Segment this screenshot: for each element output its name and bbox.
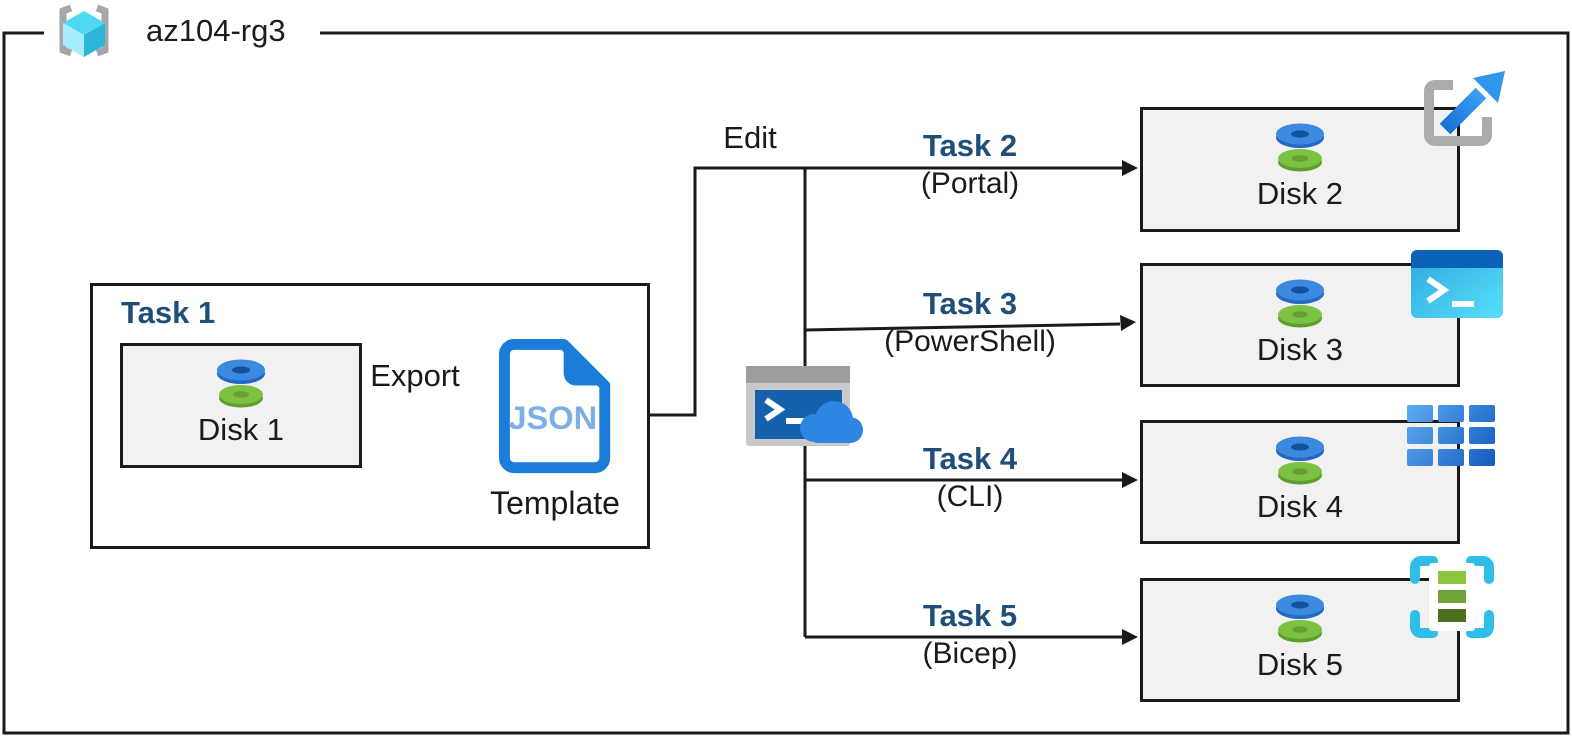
json-file-type-text: JSON bbox=[508, 399, 597, 436]
managed-disk-icon bbox=[217, 359, 265, 408]
cloud-glyph bbox=[800, 401, 863, 443]
task5-label-group: Task 5 (Bicep) bbox=[807, 599, 1133, 671]
azure-portal-icon bbox=[1424, 71, 1505, 146]
disk5-box: Disk 5 bbox=[1140, 578, 1460, 702]
disk5-label: Disk 5 bbox=[1256, 647, 1344, 682]
managed-disk-icon bbox=[1276, 279, 1324, 328]
bicep-template-icon bbox=[1410, 556, 1494, 638]
task2-title: Task 2 bbox=[922, 128, 1018, 163]
task5-arrowhead bbox=[1122, 629, 1138, 645]
disk1-box: Disk 1 bbox=[120, 343, 362, 468]
export-label: Export bbox=[370, 358, 460, 393]
disk3-label: Disk 3 bbox=[1256, 332, 1344, 367]
disk1-label: Disk 1 bbox=[197, 412, 285, 447]
task4-label-group: Task 4 (CLI) bbox=[807, 442, 1133, 514]
task3-method: (PowerShell) bbox=[884, 325, 1056, 358]
task3-title: Task 3 bbox=[922, 286, 1018, 321]
disk4-box: Disk 4 bbox=[1140, 420, 1460, 544]
managed-disk-icon bbox=[1276, 436, 1324, 485]
task4-title: Task 4 bbox=[922, 441, 1018, 476]
task4-method: (CLI) bbox=[936, 480, 1004, 513]
managed-disk-icon bbox=[1276, 123, 1324, 172]
disk2-label: Disk 2 bbox=[1256, 176, 1344, 211]
azure-cli-icon bbox=[1407, 405, 1495, 466]
resource-group-name: az104-rg3 bbox=[146, 13, 286, 48]
resource-group-boundary bbox=[2, 31, 1570, 735]
edit-label: Edit bbox=[723, 120, 777, 155]
task2-label-group: Task 2 (Portal) bbox=[807, 129, 1133, 201]
task2-arrowhead bbox=[1122, 160, 1138, 176]
disk2-box: Disk 2 bbox=[1140, 107, 1460, 232]
task4-arrowhead bbox=[1122, 472, 1138, 488]
powershell-icon bbox=[1411, 250, 1503, 318]
managed-disk-icon bbox=[1276, 594, 1324, 643]
task3-arrowhead bbox=[1120, 315, 1136, 331]
task5-method: (Bicep) bbox=[922, 637, 1018, 670]
task3-label-group: Task 3 (PowerShell) bbox=[807, 287, 1133, 359]
resource-group-icon bbox=[59, 4, 109, 57]
json-template-icon: JSON bbox=[499, 338, 611, 474]
cloud-shell-icon bbox=[746, 366, 863, 446]
task5-title: Task 5 bbox=[922, 598, 1018, 633]
task1-title: Task 1 bbox=[121, 295, 216, 330]
task2-method: (Portal) bbox=[920, 167, 1020, 200]
disk3-box: Disk 3 bbox=[1140, 263, 1460, 387]
disk4-label: Disk 4 bbox=[1256, 489, 1344, 524]
template-label: Template bbox=[490, 485, 620, 521]
